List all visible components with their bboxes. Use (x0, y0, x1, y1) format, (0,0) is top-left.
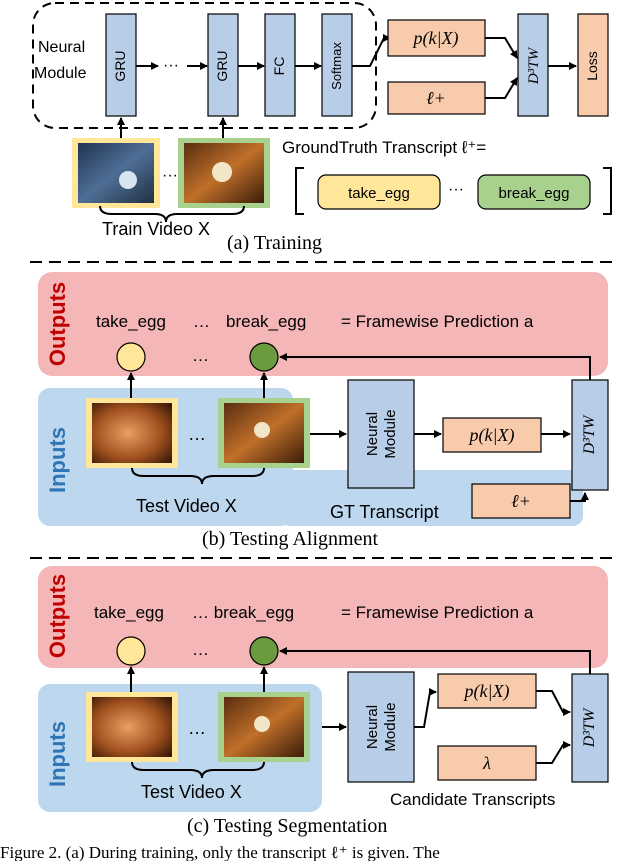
arrow-lambda-d3tw-c (536, 741, 571, 764)
break-egg-label-train: break_egg (499, 185, 570, 202)
outputs-label-b: Outputs (45, 282, 70, 366)
test-video-egg-c (254, 716, 270, 732)
ell-plus-label-b: ℓ+ (511, 491, 531, 511)
neural-module-label-b: Neural (364, 412, 381, 456)
alignment-panel: Outputs Inputs take_egg … break_egg = Fr… (38, 272, 609, 550)
ell-plus-label: ℓ+ (426, 88, 446, 108)
fc-label: FC (271, 57, 287, 76)
train-video-egg (212, 162, 232, 182)
d3tw-label-c: D³TW (581, 707, 598, 748)
yellow-prediction-c (116, 636, 146, 666)
lambda-label-c: λ (482, 753, 491, 773)
loss-box (577, 13, 609, 117)
neural-module-label-c: Neural (364, 705, 381, 749)
segmentation-panel: Outputs Inputs take_egg … break_egg = Fr… (38, 566, 609, 837)
gru-label-2: GRU (214, 50, 230, 81)
test-video-ellipsis-c: … (188, 718, 206, 738)
training-panel: Neural Module GRU ··· GRU FC Softmax p(k… (32, 2, 612, 254)
gru-label-1: GRU (112, 50, 128, 81)
segmentation-caption: (c) Testing Segmentation (187, 815, 387, 837)
neural-module-label: Neural (38, 39, 85, 56)
transcript-bracket-right (603, 167, 612, 215)
take-egg-label-c: take_egg (94, 603, 164, 622)
prediction-ellipsis-c: … (192, 640, 209, 659)
train-video-ellipsis: ··· (162, 167, 178, 184)
prob-label-c: p(k|X) (463, 681, 510, 702)
neural-module-box-b (347, 379, 415, 489)
arrow-ell-d3tw (485, 77, 518, 99)
outputs-band-c (38, 566, 608, 668)
prediction-ellipsis-b: … (192, 346, 209, 365)
gt-transcript-label: GroundTruth Transcript ℓ⁺= (282, 138, 486, 157)
d3tw-label-train: D³TW (526, 46, 542, 85)
loss-label: Loss (584, 51, 600, 81)
softmax-box (321, 13, 353, 117)
outputs-band-b (38, 272, 608, 376)
test-video-image-1-b (92, 403, 172, 463)
neural-module-label-b-2: Module (382, 409, 399, 458)
transcript-bracket-left (295, 167, 304, 215)
train-ellipsis: ··· (163, 57, 179, 74)
neural-module-box-c (347, 671, 415, 783)
take-egg-chip-train (317, 174, 441, 210)
lambda-box-c (437, 745, 537, 781)
prob-box-b (442, 417, 542, 453)
neural-module-label-c-2: Module (382, 702, 399, 751)
test-video-brace-b (131, 467, 265, 485)
alignment-caption: (b) Testing Alignment (202, 528, 378, 550)
softmax-label: Softmax (329, 42, 344, 90)
fc-box (264, 13, 296, 117)
yellow-prediction-b (116, 342, 146, 372)
d3tw-label-b: D³TW (581, 414, 598, 455)
arrow-d3tw-green-c (279, 647, 591, 674)
take-egg-label-b: take_egg (96, 312, 166, 331)
neural-module-label-2: Module (34, 65, 87, 82)
arrow-prob-d3tw (485, 37, 518, 59)
transcript-ellipsis: ··· (448, 181, 464, 198)
train-video-brace (99, 205, 245, 223)
arrow-prob-d3tw-c (536, 690, 571, 716)
train-video-image-1 (78, 143, 154, 203)
inputs-label-c: Inputs (45, 721, 70, 787)
framewise-label-c: = Framewise Prediction a (341, 603, 534, 622)
test-video-label-b: Test Video X (136, 496, 237, 516)
framewise-label-b: = Framewise Prediction a (341, 312, 534, 331)
gru-box-2 (207, 13, 239, 117)
training-caption: (a) Training (227, 232, 322, 254)
candidate-transcripts-label: Candidate Transcripts (390, 790, 555, 809)
gt-transcript-label-b: GT Transcript (330, 502, 439, 522)
ell-plus-box-b (471, 483, 571, 519)
break-egg-label-c: … break_egg (192, 603, 294, 622)
figure-caption: Figure 2. (a) During training, only the … (0, 843, 440, 861)
break-egg-chip-train (477, 174, 591, 210)
gru-box-1 (105, 13, 137, 117)
take-egg-label-train: take_egg (348, 185, 410, 202)
arrow-module-prob-c (414, 688, 437, 728)
prob-box-c (437, 673, 537, 709)
train-video-label: Train Video X (102, 219, 210, 239)
arrow-softmax-prob (352, 34, 391, 67)
test-video-ellipsis-b: … (188, 424, 206, 444)
test-video-egg-b (254, 422, 270, 438)
outputs-ellipsis-b: … (193, 312, 210, 331)
green-prediction-c (249, 636, 279, 666)
d3tw-box-b (571, 379, 609, 491)
green-prediction-b (249, 342, 279, 372)
test-video-image-1-c (92, 697, 172, 757)
test-video-brace-c (131, 761, 265, 779)
arrow-d3tw-green-b (279, 353, 591, 380)
ell-plus-box (387, 81, 486, 115)
inputs-label-b: Inputs (45, 427, 70, 493)
outputs-label-c: Outputs (45, 574, 70, 658)
test-video-label-c: Test Video X (141, 782, 242, 802)
prob-label-b: p(k|X) (468, 425, 515, 446)
arrow-ell-d3tw-b (570, 492, 589, 502)
train-video-object-1 (119, 171, 137, 189)
break-egg-label-b: break_egg (226, 312, 306, 331)
prob-label: p(k|X) (412, 28, 459, 49)
